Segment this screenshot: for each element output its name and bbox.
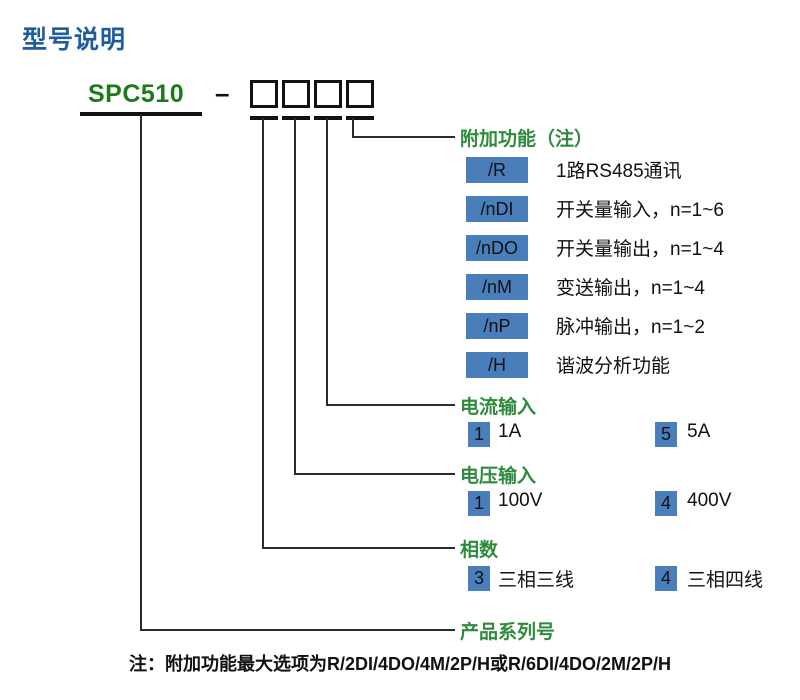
option-code-additional-function-nm: /nM	[466, 274, 528, 300]
code-box-2	[282, 80, 310, 108]
code-box-4	[346, 80, 374, 108]
series-code-text: SPC510	[88, 80, 185, 108]
voltage-input-leader-horizontal	[294, 473, 455, 475]
option-code-additional-function-h: /H	[466, 352, 528, 378]
current-input-leader-horizontal	[326, 404, 455, 406]
option-code-phase-count-4: 4	[655, 566, 677, 591]
option-desc-phase-count-4: 三相四线	[687, 570, 764, 591]
option-desc-additional-function-np: 脉冲输出，n=1~2	[556, 317, 705, 338]
option-desc-voltage-input-400v: 400V	[687, 490, 732, 511]
section-label-product-series: 产品系列号	[460, 622, 556, 643]
option-code-current-input-1a: 1	[468, 422, 490, 447]
section-label-voltage-input: 电压输入	[460, 466, 537, 487]
code-box-2-tick	[282, 116, 310, 120]
option-desc-additional-function-nm: 变送输出，n=1~4	[556, 278, 705, 299]
section-label-additional-function: 附加功能（注）	[460, 129, 594, 150]
series-leader-vertical	[140, 114, 142, 630]
voltage-input-leader-vertical	[294, 118, 296, 474]
option-code-current-input-5a: 5	[655, 422, 677, 447]
code-box-4-tick	[346, 116, 374, 120]
code-box-3	[314, 80, 342, 108]
code-box-1	[250, 80, 278, 108]
section-label-current-input: 电流输入	[460, 397, 537, 418]
option-code-voltage-input-400v: 4	[655, 491, 677, 516]
option-desc-current-input-1a: 1A	[498, 421, 522, 442]
additional-function-leader-horizontal	[352, 136, 455, 138]
page-title: 型号说明	[22, 26, 127, 54]
option-code-additional-function-r: /R	[466, 157, 528, 183]
option-desc-current-input-5a: 5A	[687, 421, 711, 442]
option-code-additional-function-np: /nP	[466, 313, 528, 339]
series-leader-horizontal	[140, 629, 455, 631]
current-input-leader-vertical	[326, 118, 328, 405]
option-code-additional-function-ndi: /nDI	[466, 196, 528, 222]
additional-function-leader-vertical	[352, 118, 354, 138]
option-desc-additional-function-ndi: 开关量输入，n=1~6	[556, 200, 724, 221]
code-box-1-tick	[250, 116, 278, 120]
option-code-additional-function-ndo: /nDO	[466, 235, 528, 261]
section-label-phase-count: 相数	[460, 540, 499, 561]
code-box-3-tick	[314, 116, 342, 120]
footnote-text: 注：附加功能最大选项为R/2DI/4DO/4M/2P/H或R/6DI/4DO/2…	[128, 654, 672, 674]
code-separator-dash: –	[215, 78, 230, 108]
option-desc-additional-function-h: 谐波分析功能	[556, 356, 671, 377]
phase-count-leader-horizontal	[262, 547, 455, 549]
option-desc-voltage-input-100v: 100V	[498, 490, 543, 511]
option-desc-additional-function-r: 1路RS485通讯	[556, 161, 682, 182]
phase-count-leader-vertical	[262, 118, 264, 548]
option-desc-phase-count-3: 三相三线	[498, 570, 575, 591]
option-code-phase-count-3: 3	[468, 566, 490, 591]
option-desc-additional-function-ndo: 开关量输出，n=1~4	[556, 239, 724, 260]
option-code-voltage-input-100v: 1	[468, 491, 490, 516]
